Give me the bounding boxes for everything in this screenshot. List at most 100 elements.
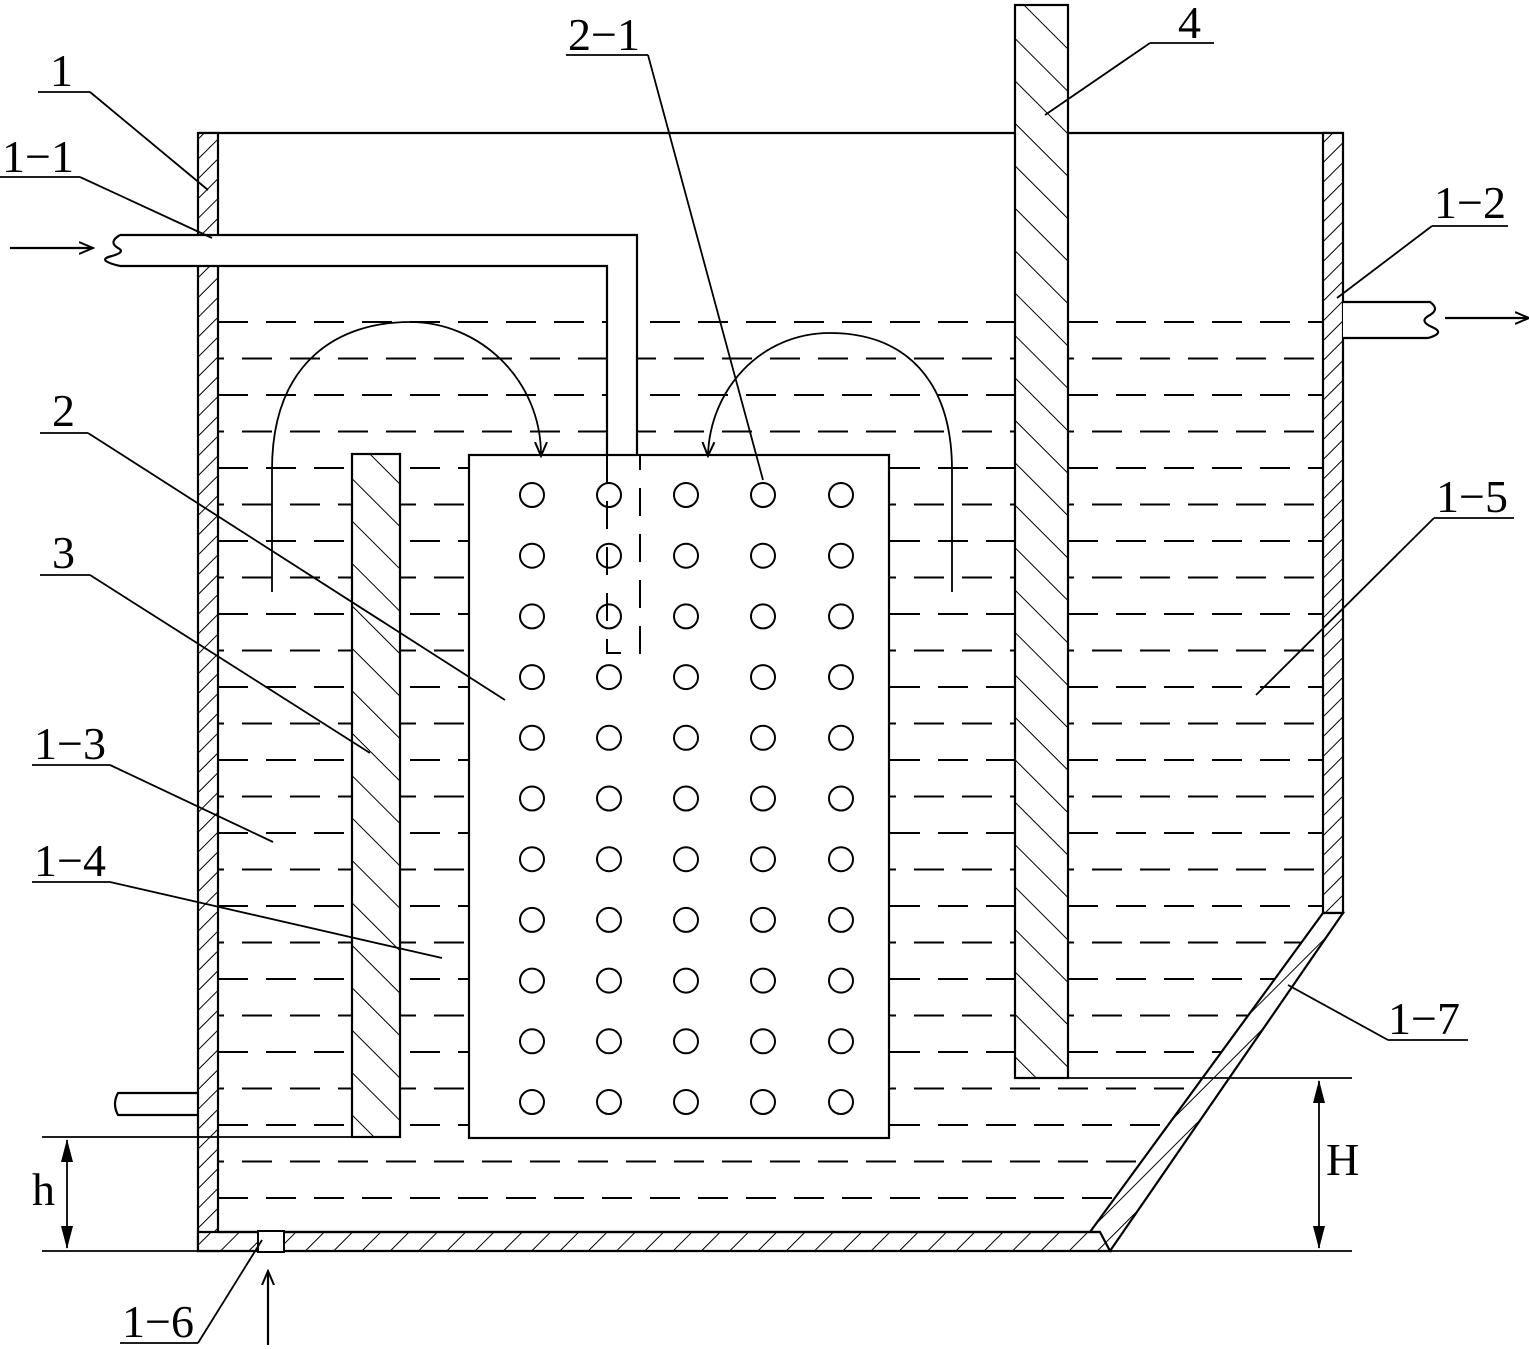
label-1-5: 1−5	[1436, 471, 1508, 522]
perforation-hole	[673, 542, 699, 569]
perforation-hole	[673, 1028, 699, 1055]
perforation-hole	[673, 967, 699, 994]
label-3: 3	[52, 527, 75, 578]
leader-1-3	[109, 764, 274, 843]
perforation-hole	[828, 906, 854, 933]
outlet-pipe	[1343, 300, 1440, 340]
perforation-hole	[828, 482, 854, 508]
perforation-hole	[828, 1028, 854, 1055]
label-h: h	[32, 1164, 55, 1215]
leader-1-4	[109, 881, 443, 959]
leader-1-1	[79, 176, 213, 239]
sloped-bottom-wall	[1088, 911, 1346, 1253]
flow-arrow-left	[271, 321, 541, 592]
perforation-hole	[750, 846, 776, 873]
leader-1-5	[1255, 517, 1435, 696]
perforation-hole	[750, 482, 776, 508]
perforation-hole	[519, 603, 545, 630]
label-2-1: 2−1	[568, 9, 640, 60]
perforation-hole	[828, 603, 854, 630]
perforation-hole	[750, 785, 776, 812]
outlet-pipe-fill	[1343, 302, 1430, 338]
leader-3	[89, 574, 371, 754]
inlet-pipe-upper-edge	[120, 233, 639, 455]
leader-1	[89, 91, 209, 191]
perforation-hole	[750, 603, 776, 630]
label-1-3: 1−3	[34, 718, 106, 769]
perforation-hole	[596, 664, 622, 691]
perforation-hole	[519, 785, 545, 812]
label-2: 2	[52, 385, 75, 436]
perforation-hole	[519, 482, 545, 508]
perforation-hole	[673, 1089, 699, 1115]
inlet-pipe-break	[104, 234, 123, 268]
perforation-hole	[519, 846, 545, 873]
inlet-pipe-fill	[100, 235, 637, 455]
perforation-hole	[673, 482, 699, 508]
perforation-hole	[596, 785, 622, 812]
label-H: H	[1326, 1134, 1359, 1185]
label-1: 1	[50, 45, 73, 96]
perforation-hole	[673, 785, 699, 812]
perforation-hole	[519, 664, 545, 691]
perforation-hole	[750, 1028, 776, 1055]
perforation-hole	[828, 664, 854, 691]
perforation-hole	[519, 906, 545, 933]
perforation-hole	[519, 1089, 545, 1115]
perforation-hole	[596, 542, 622, 569]
perforation-hole	[828, 724, 854, 751]
label-1-1: 1−1	[2, 131, 74, 182]
perforation-hole	[519, 1028, 545, 1055]
perforation-hole	[828, 785, 854, 812]
leader-1-6	[197, 1239, 263, 1344]
electrode-plate-3	[350, 452, 402, 1139]
perforation-hole	[750, 967, 776, 994]
hidden-inlet-pipe	[606, 455, 641, 654]
label-1-2: 1−2	[1434, 177, 1506, 228]
perforation-hole	[673, 603, 699, 630]
bottom-inlet-port	[257, 1230, 285, 1253]
perforation-hole	[828, 542, 854, 569]
perforation-hole	[828, 846, 854, 873]
side-drain-pipe	[113, 1091, 198, 1117]
leader-lines	[0, 42, 1514, 1344]
perforation-hole	[519, 542, 545, 569]
h-arrow-top	[61, 1139, 73, 1162]
perforation-hole	[596, 603, 622, 630]
perforation-hole	[596, 846, 622, 873]
leader-4	[1044, 42, 1151, 116]
label-4: 4	[1178, 0, 1201, 48]
tank-left-wall	[196, 131, 220, 1253]
perforation-hole	[596, 906, 622, 933]
perforation-hole	[673, 664, 699, 691]
perforation-hole	[828, 967, 854, 994]
perforation-hole	[750, 1089, 776, 1115]
perforation-hole	[519, 967, 545, 994]
perforation-hole	[828, 1089, 854, 1115]
perforation-hole	[596, 482, 622, 508]
leader-2-1	[647, 54, 764, 481]
tank-base	[196, 1230, 1112, 1253]
perforation-hole	[596, 724, 622, 751]
perforation-hole	[750, 542, 776, 569]
perforation-hole	[519, 724, 545, 751]
perforation-hole	[673, 846, 699, 873]
perforation-hole	[673, 724, 699, 751]
perforation-holes	[519, 482, 854, 1115]
h-arrow-bottom	[61, 1226, 73, 1249]
label-1-6: 1−6	[122, 1296, 194, 1347]
baffle-plate-4	[1013, 3, 1070, 1080]
label-1-4: 1−4	[34, 835, 106, 886]
leader-2	[87, 432, 506, 701]
perforation-hole	[750, 906, 776, 933]
leader-1-7	[1287, 984, 1389, 1041]
perforation-hole	[596, 1089, 622, 1115]
H-arrow-bottom	[1313, 1226, 1325, 1249]
label-1-7: 1−7	[1388, 993, 1460, 1044]
perforation-hole	[750, 724, 776, 751]
inlet-pipe-lower-edge	[120, 264, 609, 455]
flow-arrow-right	[708, 332, 953, 592]
tank-right-wall	[1321, 131, 1345, 915]
